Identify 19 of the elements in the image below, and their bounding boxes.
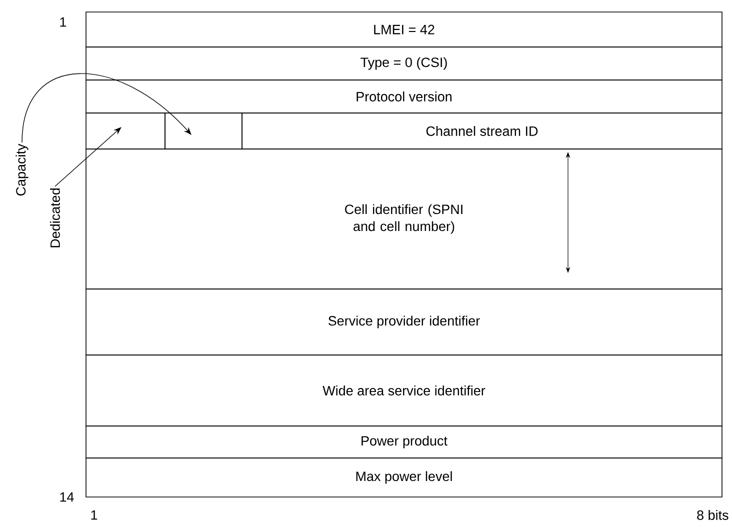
field-row: Service provider identifier [86, 288, 722, 356]
field-row: LMEI = 42 [86, 12, 722, 48]
axis-number: 1 [91, 510, 98, 520]
leader-line [22, 73, 192, 143]
field-row: Max power level [86, 458, 722, 498]
axis-number: 8 bits [697, 510, 728, 520]
field-row: Power product [86, 426, 722, 458]
field-row: Protocol version [86, 80, 722, 114]
rotated-label: Dedicated [50, 188, 60, 248]
field-row: Channel stream ID [242, 112, 722, 150]
field-cell [164, 112, 242, 150]
rotated-label: Capacity [16, 144, 28, 196]
leader-line [54, 127, 122, 187]
field-cell [86, 112, 166, 150]
field-row: Type = 0 (CSI) [86, 46, 722, 80]
axis-number: 14 [60, 492, 74, 502]
field-row: Wide area service identifier [86, 354, 722, 426]
field-row: Cell identifier (SPNI and cell number) [86, 148, 722, 290]
axis-number: 1 [60, 17, 66, 27]
